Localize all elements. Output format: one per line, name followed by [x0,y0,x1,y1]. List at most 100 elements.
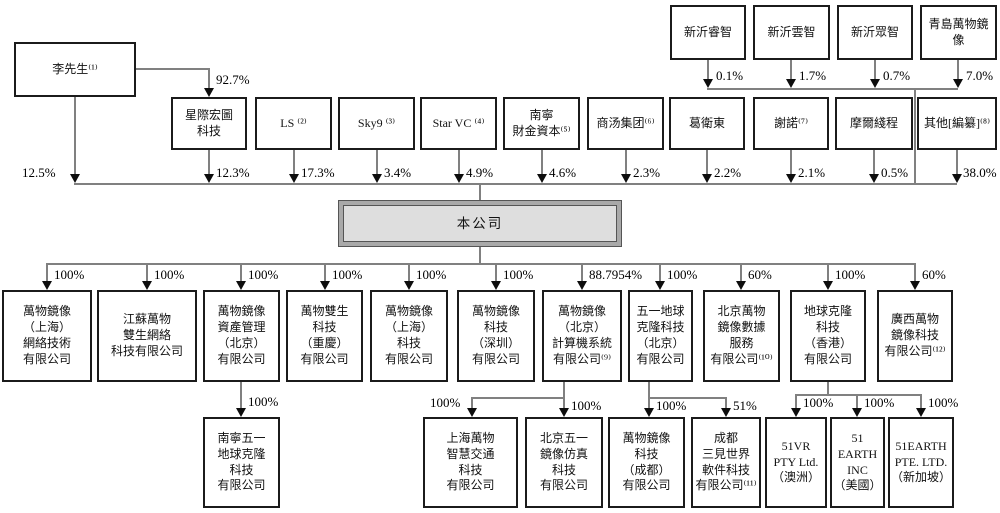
arrow-down-icon [869,174,879,183]
node-subsub-chengdu: 萬物鏡像 科技 （成都） 有限公司 [608,417,685,508]
arrow-down-icon [644,408,654,417]
connector-line [471,397,564,399]
connector-line [208,150,210,175]
node-xinyi-zhongzhi: 新沂眾智 [837,5,913,60]
connector-line [914,88,916,183]
arrow-down-icon [142,281,152,290]
arrow-down-icon [786,79,796,88]
node-sub-shanghai-tech: 萬物鏡像 （上海） 科技 有限公司 [370,290,448,382]
connector-line [874,60,876,80]
pct-subsidiary: 60% [748,267,772,282]
node-sub-earthclone-hk: 地球克隆 科技 （香港） 有限公司 [790,290,866,382]
connector-line [795,394,797,408]
arrow-down-icon [852,408,862,417]
node-xienuo: 謝諾⁽⁷⁾ [753,97,829,150]
pct-subsidiary: 100% [154,267,185,282]
connector-line [458,150,460,175]
connector-line [541,150,543,175]
pct-mid-holder: 3.4% [384,165,412,180]
connector-line [74,97,76,175]
node-others: 其他[編纂]⁽⁸⁾ [917,97,997,150]
connector-line [240,263,242,281]
arrow-down-icon [404,281,414,290]
pct-subsidiary: 100% [248,267,279,282]
connector-line [920,394,922,408]
connector-line [408,263,410,281]
pct-subsidiary: 100% [667,267,698,282]
arrow-down-icon [952,174,962,183]
pct-top-holder: 1.7% [799,68,827,83]
node-sub-51earth-beijing: 五一地球 克隆科技 （北京） 有限公司 [628,290,693,382]
pct-founder-direct: 12.5% [22,165,56,180]
pct-top-holder: 0.7% [883,68,911,83]
main-collector-line [74,183,957,185]
node-ls: LS ⁽²⁾ [255,97,332,150]
pct-subsidiary: 100% [332,267,363,282]
pct-sub-subsidiary: 100% [248,394,279,409]
connector-line [146,263,148,281]
arrow-down-icon [559,408,569,417]
connector-line [293,150,295,175]
pct-mid-holder: 38.0% [963,165,997,180]
node-ge-weidong: 葛衛東 [669,97,745,150]
connector-line [856,394,858,408]
connector-line [827,263,829,281]
connector-line [376,150,378,175]
pct-mid-holder: 0.5% [881,165,909,180]
node-founder: 李先生⁽¹⁾ [14,42,136,97]
pct-subsidiary: 100% [835,267,866,282]
connector-line [914,263,916,281]
arrow-down-icon [70,174,80,183]
pct-sub-subsidiary: 100% [864,395,895,410]
arrow-down-icon [454,174,464,183]
arrow-down-icon [655,281,665,290]
pct-subsidiary: 100% [416,267,447,282]
node-subsub-51earth-singapore: 51EARTH PTE. LTD. （新加坡） [888,417,954,508]
connector-line [581,263,583,281]
node-sub-jiangsu: 江蘇萬物 雙生網絡 科技有限公司 [97,290,197,382]
connector-line [957,60,959,80]
pct-mid-holder: 17.3% [301,165,335,180]
pct-founder-to-xingji: 92.7% [216,72,250,87]
connector-line [324,263,326,281]
node-sub-chongqing: 萬物雙生 科技 （重慶） 有限公司 [286,290,363,382]
arrow-down-icon [736,281,746,290]
arrow-down-icon [870,79,880,88]
connector-line [479,183,481,200]
connector-line [659,263,661,281]
pct-sub-subsidiary: 100% [656,398,687,413]
connector-line [956,150,958,175]
arrow-down-icon [916,408,926,417]
pct-sub-subsidiary: 100% [803,395,834,410]
arrow-down-icon [621,174,631,183]
node-xinyi-ruizhi: 新沂睿智 [670,5,746,60]
node-sub-asset-mgmt: 萬物鏡像 資產管理 （北京） 有限公司 [203,290,280,382]
connector-line [208,68,210,89]
arrow-down-icon [823,281,833,290]
pct-mid-holder: 4.9% [466,165,494,180]
connector-line [827,382,829,394]
node-subsub-beijing-simulation: 北京五一 鏡像仿真 科技 有限公司 [525,417,603,508]
node-xinyi-yunzhi: 新沂雲智 [753,5,830,60]
pct-sub-subsidiary: 100% [928,395,959,410]
connector-line [479,247,481,263]
arrow-down-icon [204,174,214,183]
pct-subsidiary: 88.7954% [589,267,643,282]
node-sky9: Sky9 ⁽³⁾ [338,97,415,150]
arrow-down-icon [791,408,801,417]
arrow-down-icon [289,174,299,183]
connector-line [707,60,709,80]
pct-subsidiary: 100% [54,267,85,282]
arrow-down-icon [537,174,547,183]
connector-line [706,150,708,175]
pct-top-holder: 7.0% [966,68,994,83]
node-subsub-chengdu-sanjian: 成都 三見世界 軟件科技 有限公司⁽¹¹⁾ [691,417,761,508]
pct-mid-holder: 4.6% [549,165,577,180]
node-sub-guangxi: 廣西萬物 鏡像科技 有限公司⁽¹²⁾ [877,290,953,382]
node-qingdao-wanwu: 青島萬物鏡像 [920,5,997,60]
arrow-down-icon [786,174,796,183]
arrow-down-icon [42,281,52,290]
connector-line [471,397,473,408]
pct-subsidiary: 60% [922,267,946,282]
